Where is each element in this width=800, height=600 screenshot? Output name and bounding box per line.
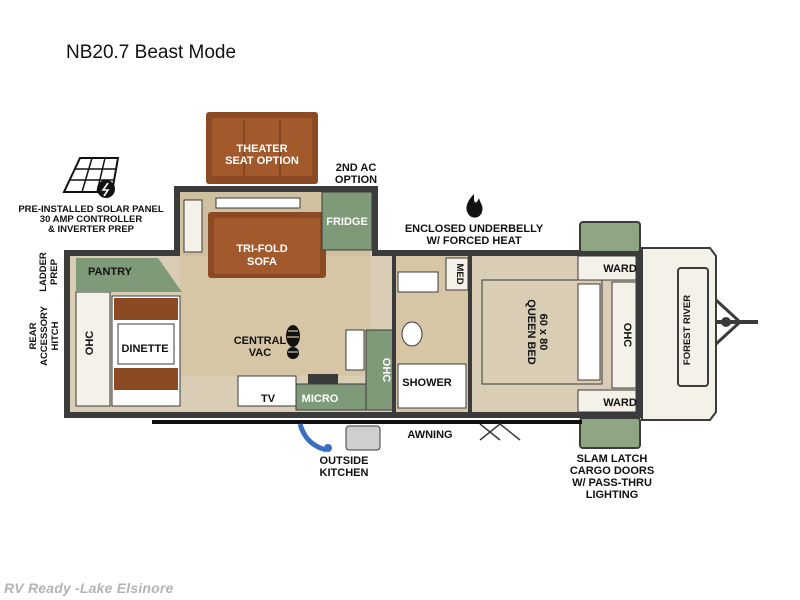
pantry bbox=[76, 258, 182, 292]
theater-label-2: SEAT OPTION bbox=[225, 155, 299, 167]
floorplan-title: NB20.7 Beast Mode bbox=[66, 42, 237, 63]
tv-cabinet bbox=[237, 375, 297, 407]
wardrobe-top bbox=[577, 255, 637, 281]
solar-panel-icon bbox=[62, 157, 120, 198]
cargo-label-3: W/ PASS-THRU bbox=[572, 477, 652, 489]
tri-fold-sofa: TRI-FOLD SOFA bbox=[208, 197, 326, 278]
theater-label-1: THEATER bbox=[236, 143, 287, 155]
medicine-cabinet bbox=[445, 257, 469, 291]
outside-kitchen-icon bbox=[297, 423, 381, 453]
entry-step-icon bbox=[479, 423, 521, 441]
dinette: DINETTE bbox=[111, 295, 181, 407]
shower-label: SHOWER bbox=[402, 377, 452, 389]
cargo-label-4: LIGHTING bbox=[586, 489, 639, 501]
solar-label-1: PRE-INSTALLED SOLAR PANEL bbox=[18, 204, 164, 215]
central-vac-label-2: VAC bbox=[249, 347, 271, 359]
boot-print-icon bbox=[286, 325, 300, 359]
ladder-label-2: PREP bbox=[49, 258, 60, 285]
fridge bbox=[321, 191, 373, 251]
sofa-label-1: TRI-FOLD bbox=[236, 243, 287, 255]
slide-window bbox=[183, 199, 203, 253]
rear-ohc-cabinet bbox=[75, 291, 111, 407]
hitch-label-2: ACCESSORY bbox=[39, 305, 50, 365]
ward-bottom-label: WARD bbox=[603, 397, 637, 409]
wardrobe-bottom bbox=[577, 389, 637, 413]
bed-label-2: QUEEN BED bbox=[525, 299, 537, 364]
queen-bed: 60 x 80 QUEEN BED bbox=[481, 279, 603, 385]
sofa-label-2: SOFA bbox=[247, 256, 277, 268]
theater-seat-option: THEATER SEAT OPTION bbox=[206, 112, 318, 184]
second-ac-label-2: OPTION bbox=[335, 174, 377, 186]
kitchen-ohc-label: OHC bbox=[380, 358, 392, 383]
cargo-label-1: SLAM LATCH bbox=[577, 453, 648, 465]
awning-label: AWNING bbox=[407, 429, 452, 441]
hitch-label-1: REAR bbox=[28, 322, 39, 349]
front-ohc-label: OHC bbox=[621, 323, 633, 348]
med-label: MED bbox=[454, 263, 465, 284]
stove bbox=[345, 329, 365, 371]
cargo-door-top bbox=[579, 221, 641, 253]
ward-top-label: WARD bbox=[603, 263, 637, 275]
rear-ohc-label: OHC bbox=[84, 331, 96, 356]
cargo-label-2: CARGO DOORS bbox=[570, 465, 654, 477]
pantry-label: PANTRY bbox=[88, 266, 133, 278]
microwave bbox=[295, 383, 373, 411]
second-ac-label-1: 2ND AC bbox=[336, 162, 377, 174]
outside-kitchen-label-1: OUTSIDE bbox=[320, 455, 369, 467]
flame-icon bbox=[466, 194, 483, 218]
outside-kitchen-label-2: KITCHEN bbox=[320, 467, 369, 479]
underbelly-label-2: W/ FORCED HEAT bbox=[426, 235, 521, 247]
micro-label: MICRO bbox=[302, 393, 339, 405]
bathroom bbox=[392, 256, 472, 412]
hitch-label-3: HITCH bbox=[50, 321, 61, 350]
front-ohc bbox=[611, 281, 637, 389]
dealer-watermark: RV Ready -Lake Elsinore bbox=[4, 580, 174, 596]
central-vac-label-1: CENTRAL bbox=[234, 335, 287, 347]
awning-bar bbox=[152, 420, 582, 424]
sink bbox=[308, 374, 338, 384]
underbelly-label-1: ENCLOSED UNDERBELLY bbox=[405, 223, 544, 235]
solar-label-3: & INVERTER PREP bbox=[48, 224, 135, 235]
fridge-label: FRIDGE bbox=[326, 216, 368, 228]
bed-label-1: 60 x 80 bbox=[537, 314, 549, 351]
ladder-label-1: LADDER bbox=[38, 252, 49, 292]
tv-label: TV bbox=[261, 393, 276, 405]
trailer-tongue bbox=[714, 298, 758, 346]
solar-label-2: 30 AMP CONTROLLER bbox=[40, 214, 143, 225]
cargo-door-bottom bbox=[579, 417, 641, 449]
dinette-label: DINETTE bbox=[121, 343, 168, 355]
brand-label: FOREST RIVER bbox=[682, 295, 693, 365]
